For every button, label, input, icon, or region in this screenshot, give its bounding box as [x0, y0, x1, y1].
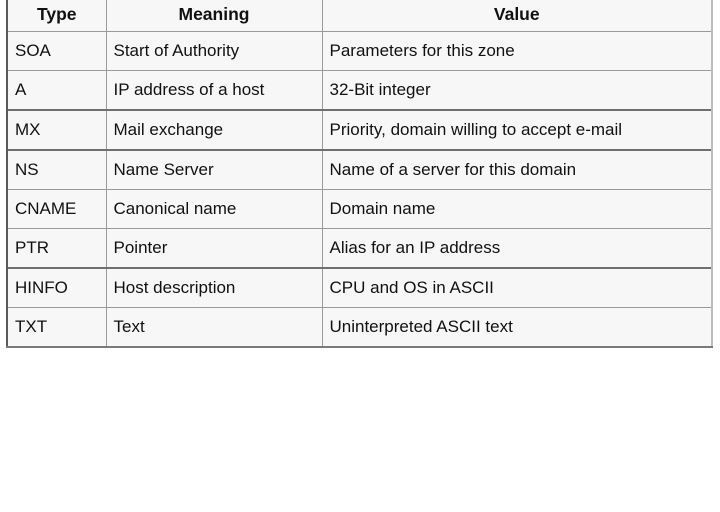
column-header-meaning: Meaning — [105, 0, 323, 32]
table-header-row: Type Meaning Value — [6, 0, 713, 32]
cell-type: A — [6, 70, 107, 111]
column-header-type: Type — [6, 0, 107, 32]
cell-type: CNAME — [6, 189, 107, 229]
cell-meaning: Mail exchange — [105, 109, 323, 151]
cell-value: Parameters for this zone — [321, 31, 713, 71]
cell-meaning: IP address of a host — [105, 70, 323, 111]
cell-type: SOA — [6, 31, 107, 71]
cell-value: Name of a server for this domain — [321, 149, 713, 190]
cell-value: Domain name — [321, 189, 713, 229]
cell-meaning: Text — [105, 307, 323, 348]
table-header: Type Meaning Value — [6, 0, 713, 32]
cell-value: Priority, domain willing to accept e-mai… — [321, 109, 713, 151]
cell-value: CPU and OS in ASCII — [321, 267, 713, 308]
cell-meaning: Name Server — [105, 149, 323, 190]
cell-type: MX — [6, 109, 107, 151]
cell-type: PTR — [6, 228, 107, 269]
cell-value: 32-Bit integer — [321, 70, 713, 111]
cell-type: NS — [6, 149, 107, 190]
cell-type: TXT — [6, 307, 107, 348]
cell-meaning: Pointer — [105, 228, 323, 269]
cell-value: Alias for an IP address — [321, 228, 713, 269]
cell-meaning: Start of Authority — [105, 31, 323, 71]
cell-value: Uninterpreted ASCII text — [321, 307, 713, 348]
cell-meaning: Host description — [105, 267, 323, 308]
cell-meaning: Canonical name — [105, 189, 323, 229]
column-header-value: Value — [321, 0, 713, 32]
cell-type: HINFO — [6, 267, 107, 308]
